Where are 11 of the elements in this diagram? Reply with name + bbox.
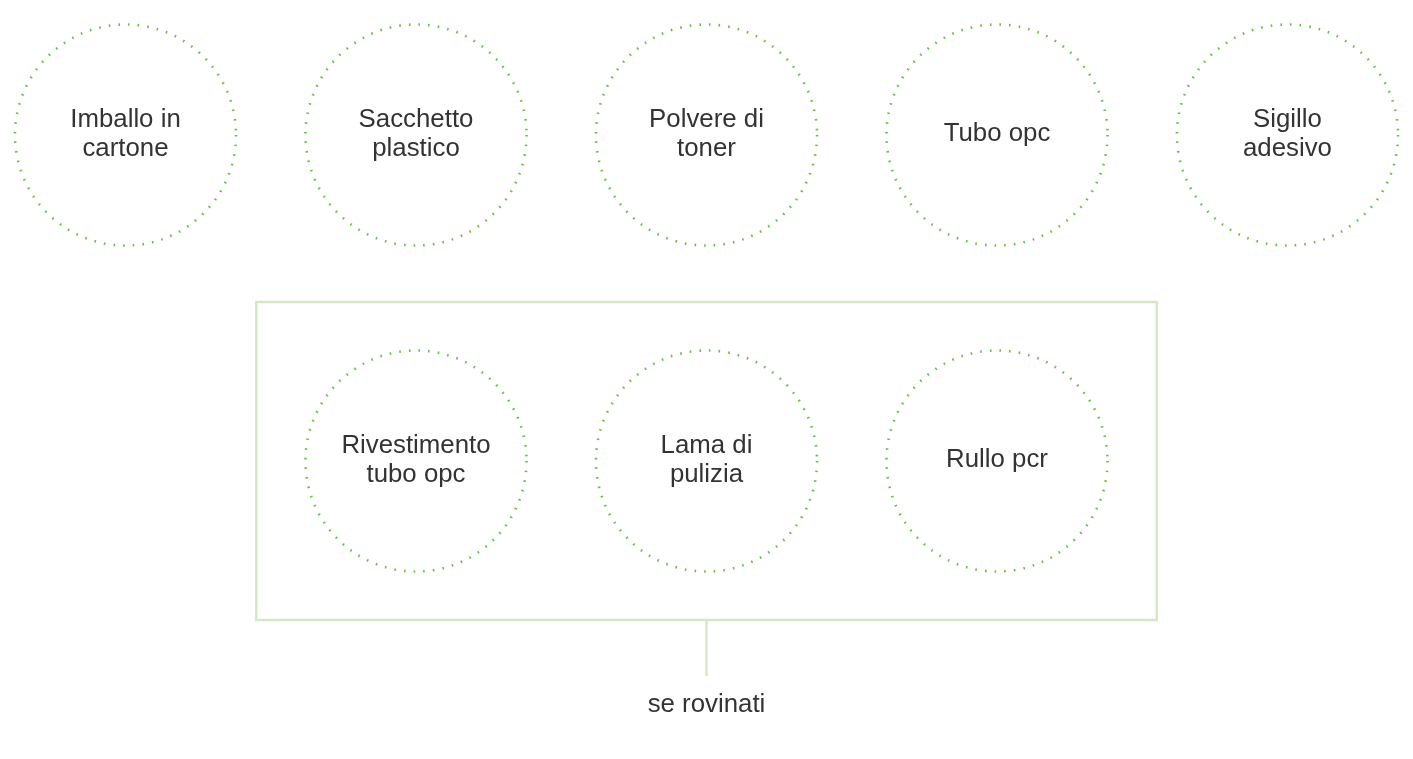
node-text: se rovinati [647,688,766,717]
node-circle: Sigillo adesivo [1175,23,1400,247]
node-circle: Tubo opc [885,23,1109,247]
node-circle: Imballo in cartone [13,23,238,247]
node-circle: Lama di pulizia [594,349,819,573]
node-circle: Rullo pcr [885,349,1109,573]
cluster [255,300,1158,622]
node-circle: Rivestimento tubo opc [304,349,528,573]
node-circle: Sacchetto plastico [304,23,528,247]
node-circle: Polvere di toner [594,23,819,247]
connector [705,619,708,677]
